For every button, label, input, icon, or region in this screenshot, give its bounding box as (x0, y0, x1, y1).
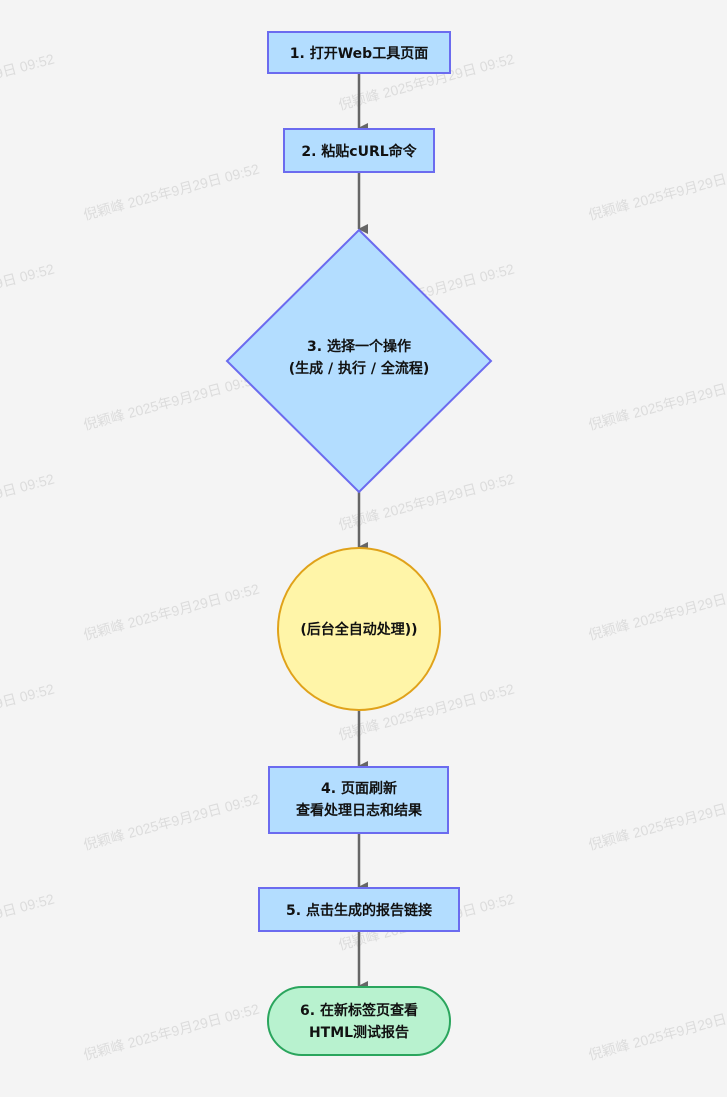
watermark-text: 倪颖峰 2025年9月29日 09:52 (82, 790, 261, 852)
watermark-text: 倪颖峰 2025年9月29日 09:52 (82, 1000, 261, 1062)
node-step6-end: 6. 在新标签页查看 HTML测试报告 (267, 986, 451, 1056)
node-auto-process: (后台全自动处理)) (277, 547, 441, 711)
node-step3-label-line2: (生成 / 执行 / 全流程) (289, 360, 430, 377)
watermark-text: 倪颖峰 2025年9月29日 09:52 (0, 50, 56, 112)
watermark-text: 倪颖峰 2025年9月29日 09:52 (587, 160, 727, 222)
watermark-text: 倪颖峰 2025年9月29日 09:52 (587, 1000, 727, 1062)
node-step1-label: 1. 打开Web工具页面 (290, 45, 428, 62)
node-step4: 4. 页面刷新 查看处理日志和结果 (268, 766, 449, 834)
node-step5-label: 5. 点击生成的报告链接 (286, 902, 432, 919)
node-step6-label-line2: HTML测试报告 (309, 1024, 409, 1041)
node-step4-label-line2: 查看处理日志和结果 (296, 802, 423, 819)
watermark-text: 倪颖峰 2025年9月29日 09:52 (0, 260, 56, 322)
node-step3-decision: 3. 选择一个操作 (生成 / 执行 / 全流程) (225, 228, 493, 494)
node-auto-label: (后台全自动处理)) (300, 621, 417, 638)
node-step4-label-line1: 4. 页面刷新 (321, 780, 397, 797)
watermark-text: 倪颖峰 2025年9月29日 09:52 (587, 580, 727, 642)
node-step6-label-line1: 6. 在新标签页查看 (300, 1002, 418, 1019)
node-step2: 2. 粘贴cURL命令 (283, 128, 435, 173)
node-step5: 5. 点击生成的报告链接 (258, 887, 460, 932)
node-step2-label: 2. 粘贴cURL命令 (301, 143, 417, 160)
node-step3-label-line1: 3. 选择一个操作 (307, 338, 411, 355)
watermark-text: 倪颖峰 2025年9月29日 09:52 (0, 680, 56, 742)
watermark-text: 倪颖峰 2025年9月29日 09:52 (0, 890, 56, 952)
watermark-text: 倪颖峰 2025年9月29日 09:52 (587, 790, 727, 852)
watermark-text: 倪颖峰 2025年9月29日 09:52 (0, 470, 56, 532)
node-step1: 1. 打开Web工具页面 (267, 31, 451, 74)
watermark-text: 倪颖峰 2025年9月29日 09:52 (587, 370, 727, 432)
watermark-text: 倪颖峰 2025年9月29日 09:52 (82, 160, 261, 222)
watermark-text: 倪颖峰 2025年9月29日 09:52 (82, 580, 261, 642)
watermark-text: 倪颖峰 2025年9月29日 09:52 (82, 370, 261, 432)
